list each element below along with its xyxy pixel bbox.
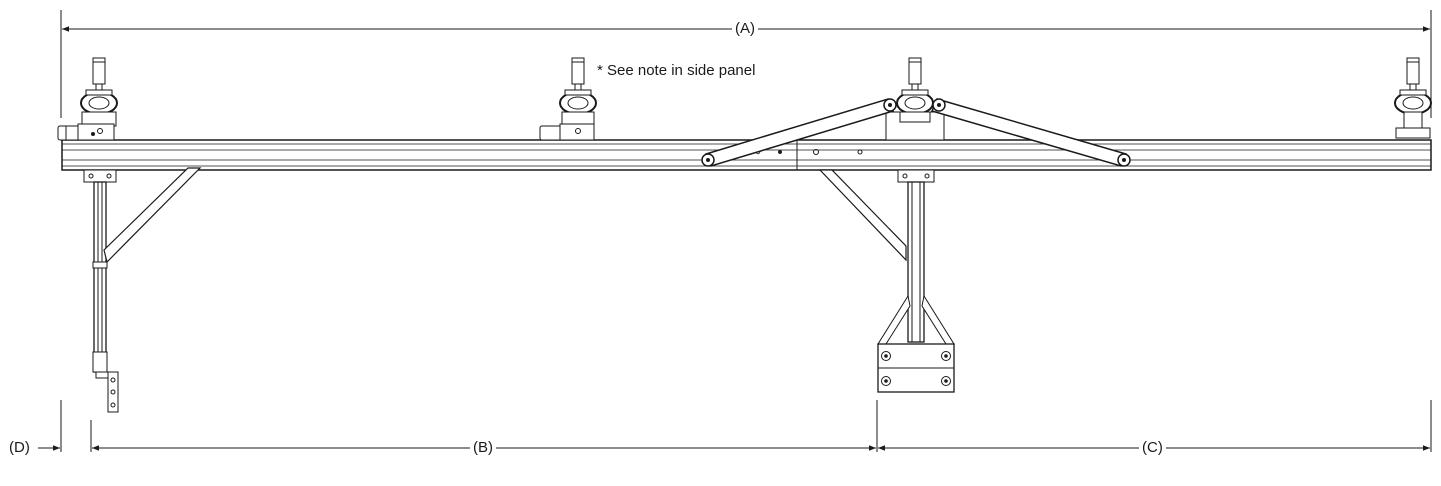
- side-panel-note: * See note in side panel: [597, 62, 756, 79]
- left-support-column: [83, 167, 202, 413]
- diagonal-braces: [701, 98, 1131, 167]
- dimension-label-a: (A): [732, 20, 758, 38]
- suspension-assembly-4: [1394, 57, 1432, 139]
- suspension-assembly-3: [885, 57, 945, 141]
- suspension-assembly-1: [77, 57, 118, 141]
- suspension-assembly-2: [559, 57, 597, 141]
- dimension-label-b: (B): [470, 439, 496, 457]
- dimension-label-d: (D): [6, 439, 33, 457]
- dimension-label-c: (C): [1139, 439, 1166, 457]
- center-support-column: [818, 169, 955, 393]
